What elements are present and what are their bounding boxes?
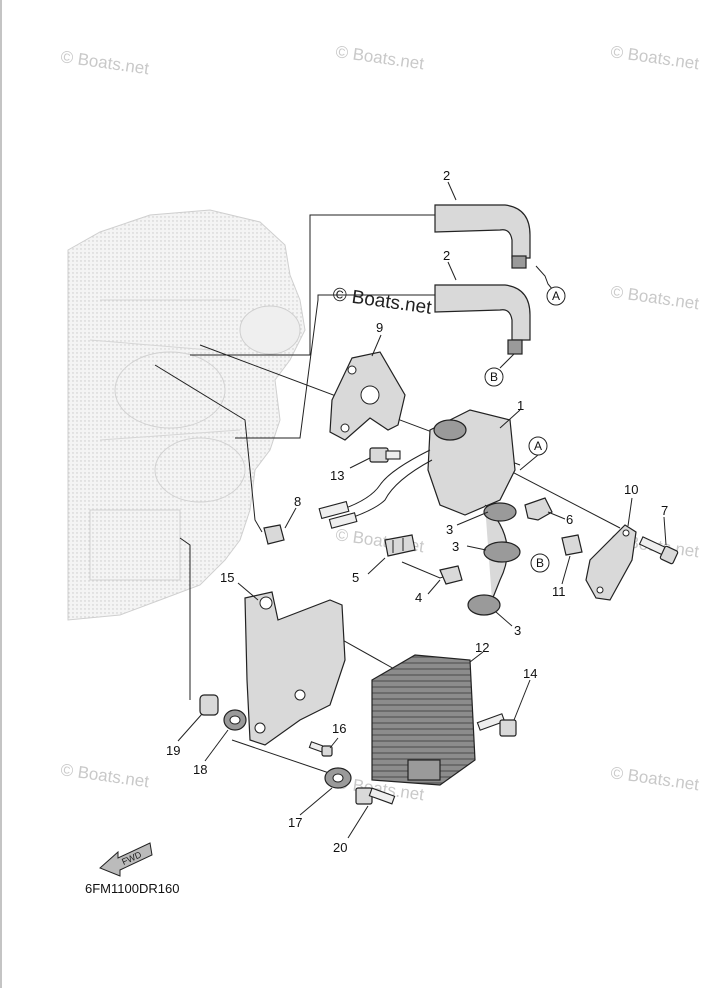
callout-6: 6	[566, 512, 573, 527]
clip-11	[561, 534, 583, 556]
svg-text:B: B	[536, 556, 544, 570]
callout-numbers: 2 2 1 9 13 8 3 3 3 6 5 4 10 7 11 12 14 1…	[166, 168, 668, 855]
callout-20: 20	[333, 840, 347, 855]
watermark-center: © Boats.net	[331, 284, 433, 319]
callout-1: 1	[517, 398, 524, 413]
ignition-coil	[318, 409, 516, 601]
callout-14: 14	[523, 666, 537, 681]
rectifier-regulator	[371, 654, 476, 786]
spark-plug-cap-upper	[434, 204, 531, 269]
callout-3-a: 3	[446, 522, 453, 537]
grommet-3c	[467, 594, 501, 616]
bolt-8	[638, 536, 679, 565]
callout-16: 16	[332, 721, 346, 736]
callout-9: 9	[376, 320, 383, 335]
callout-2-lower: 2	[443, 248, 450, 263]
bolt-20	[355, 787, 396, 805]
connector-a-lower: A	[528, 436, 548, 456]
diagram-code: 6FM1100DR160	[85, 881, 179, 896]
bolt-12	[369, 447, 401, 463]
fwd-arrow-icon: FWD	[99, 842, 153, 877]
callout-7: 8	[294, 494, 301, 509]
connector-b-lower: B	[530, 553, 550, 573]
callout-10: 10	[624, 482, 638, 497]
callout-3-b: 3	[452, 539, 459, 554]
watermark: © Boats.net	[334, 42, 425, 73]
callout-12: 13	[330, 468, 344, 483]
callout-8: 7	[661, 503, 668, 518]
callout-leaders	[177, 181, 667, 839]
callout-3-c: 3	[514, 623, 521, 638]
callout-18: 18	[193, 762, 207, 777]
callout-5: 5	[352, 570, 359, 585]
callout-2-upper: 2	[443, 168, 450, 183]
callout-19: 19	[166, 743, 180, 758]
clip-7	[263, 524, 285, 545]
engine-block	[67, 209, 306, 621]
bolt-14	[476, 713, 517, 737]
watermark: © Boats.net	[59, 47, 150, 78]
clip-4	[439, 565, 463, 585]
watermark: © Boats.net	[609, 763, 700, 794]
connector-a-upper: A	[546, 286, 566, 306]
clamp-5	[384, 534, 416, 557]
watermark: © Boats.net	[59, 760, 150, 791]
callout-17: 17	[288, 815, 302, 830]
connector-b-upper: B	[484, 367, 504, 387]
svg-text:B: B	[490, 370, 498, 384]
callout-11: 11	[552, 584, 566, 599]
collar-19	[199, 694, 219, 716]
callout-4: 4	[415, 590, 422, 605]
svg-text:A: A	[552, 289, 560, 303]
callout-13: 12	[475, 640, 489, 655]
watermark: © Boats.net	[609, 42, 700, 73]
callout-15: 15	[220, 570, 234, 585]
plate-10	[585, 524, 637, 601]
grommet-3b	[483, 541, 521, 563]
coil-bracket	[329, 351, 406, 441]
clip-6	[524, 497, 553, 521]
grommet-17	[324, 767, 352, 789]
washer-18	[223, 709, 247, 731]
svg-text:A: A	[534, 439, 542, 453]
grommet-3a	[483, 502, 517, 522]
regulator-bracket	[244, 591, 346, 746]
screw-16	[308, 741, 333, 757]
spark-plug-cap-lower	[434, 284, 531, 369]
watermark: © Boats.net	[609, 282, 700, 313]
